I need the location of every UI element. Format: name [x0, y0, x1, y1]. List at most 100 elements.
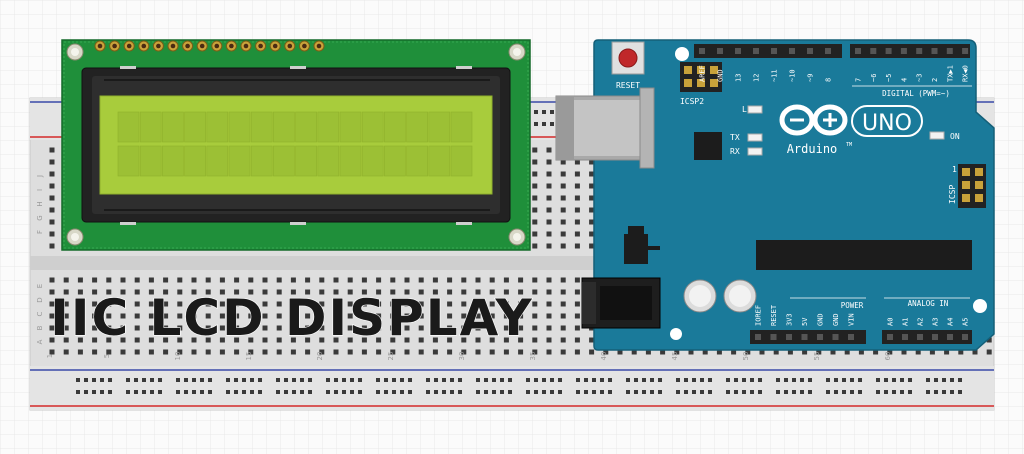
rail-hole[interactable] — [658, 378, 662, 382]
rail-hole[interactable] — [92, 390, 96, 394]
rail-hole[interactable] — [550, 378, 554, 382]
breadboard-hole[interactable] — [418, 277, 424, 283]
digital-pin-holes[interactable] — [699, 48, 969, 54]
breadboard-hole[interactable] — [390, 277, 396, 283]
rail-hole[interactable] — [600, 390, 604, 394]
breadboard-hole[interactable] — [49, 337, 55, 343]
breadboard-hole[interactable] — [574, 183, 580, 189]
digital-pin-hole[interactable] — [931, 48, 938, 54]
rail-hole[interactable] — [650, 390, 654, 394]
breadboard-hole[interactable] — [305, 313, 311, 319]
breadboard-hole[interactable] — [219, 313, 225, 319]
icsp-pin[interactable] — [962, 168, 970, 176]
rail-hole[interactable] — [234, 390, 238, 394]
breadboard-hole[interactable] — [503, 289, 509, 295]
breadboard-hole[interactable] — [574, 325, 580, 331]
breadboard-hole[interactable] — [376, 313, 382, 319]
breadboard-hole[interactable] — [546, 159, 552, 165]
breadboard-hole[interactable] — [461, 349, 467, 355]
breadboard-hole[interactable] — [49, 301, 55, 307]
breadboard-hole[interactable] — [418, 337, 424, 343]
rail-hole[interactable] — [558, 378, 562, 382]
rail-hole[interactable] — [784, 378, 788, 382]
rail-hole[interactable] — [808, 378, 812, 382]
breadboard-hole[interactable] — [205, 337, 211, 343]
digital-pin-hole[interactable] — [946, 48, 953, 54]
rail-hole[interactable] — [950, 378, 954, 382]
breadboard-hole[interactable] — [447, 337, 453, 343]
rail-hole[interactable] — [358, 390, 362, 394]
breadboard-hole[interactable] — [532, 147, 538, 153]
rail-hole[interactable] — [826, 378, 830, 382]
breadboard-hole[interactable] — [390, 337, 396, 343]
breadboard-hole[interactable] — [461, 337, 467, 343]
analog-pin-hole[interactable] — [887, 334, 893, 340]
rail-hole[interactable] — [850, 390, 854, 394]
rail-hole[interactable] — [642, 378, 646, 382]
breadboard-hole[interactable] — [106, 277, 112, 283]
breadboard-hole[interactable] — [49, 289, 55, 295]
breadboard-hole[interactable] — [134, 301, 140, 307]
rail-hole[interactable] — [84, 378, 88, 382]
rail-hole[interactable] — [176, 390, 180, 394]
breadboard-hole[interactable] — [390, 349, 396, 355]
breadboard-hole[interactable] — [617, 349, 623, 355]
breadboard-hole[interactable] — [489, 277, 495, 283]
breadboard-hole[interactable] — [290, 313, 296, 319]
breadboard-hole[interactable] — [205, 277, 211, 283]
rail-hole[interactable] — [550, 122, 554, 126]
breadboard-hole[interactable] — [802, 349, 808, 355]
breadboard-hole[interactable] — [205, 301, 211, 307]
breadboard-hole[interactable] — [290, 289, 296, 295]
breadboard-hole[interactable] — [77, 325, 83, 331]
breadboard-hole[interactable] — [574, 313, 580, 319]
breadboard-hole[interactable] — [305, 337, 311, 343]
rail-hole[interactable] — [426, 390, 430, 394]
rail-hole[interactable] — [776, 390, 780, 394]
breadboard-hole[interactable] — [361, 301, 367, 307]
breadboard-hole[interactable] — [205, 325, 211, 331]
rail-hole[interactable] — [558, 390, 562, 394]
breadboard-hole[interactable] — [546, 219, 552, 225]
breadboard-hole[interactable] — [546, 147, 552, 153]
breadboard-hole[interactable] — [262, 337, 268, 343]
rail-hole[interactable] — [692, 378, 696, 382]
breadboard-hole[interactable] — [290, 325, 296, 331]
rail-hole[interactable] — [350, 378, 354, 382]
breadboard-hole[interactable] — [560, 219, 566, 225]
rail-hole[interactable] — [100, 378, 104, 382]
breadboard-hole[interactable] — [404, 349, 410, 355]
breadboard-hole[interactable] — [830, 349, 836, 355]
breadboard-hole[interactable] — [191, 289, 197, 295]
breadboard-hole[interactable] — [106, 313, 112, 319]
breadboard-hole[interactable] — [347, 313, 353, 319]
breadboard-hole[interactable] — [163, 313, 169, 319]
breadboard-hole[interactable] — [361, 277, 367, 283]
breadboard-hole[interactable] — [106, 337, 112, 343]
breadboard-hole[interactable] — [489, 289, 495, 295]
rail-hole[interactable] — [300, 378, 304, 382]
rail-hole[interactable] — [408, 378, 412, 382]
breadboard-hole[interactable] — [347, 337, 353, 343]
breadboard-hole[interactable] — [432, 313, 438, 319]
breadboard-hole[interactable] — [319, 337, 325, 343]
rail-hole[interactable] — [476, 378, 480, 382]
rail-hole[interactable] — [92, 378, 96, 382]
rail-hole[interactable] — [408, 390, 412, 394]
breadboard-hole[interactable] — [532, 231, 538, 237]
usb-connector[interactable] — [555, 87, 655, 169]
breadboard-hole[interactable] — [305, 349, 311, 355]
lcd-module[interactable] — [61, 39, 531, 251]
breadboard-hole[interactable] — [205, 313, 211, 319]
breadboard-hole[interactable] — [447, 349, 453, 355]
breadboard-hole[interactable] — [120, 337, 126, 343]
breadboard-hole[interactable] — [191, 313, 197, 319]
breadboard-hole[interactable] — [276, 277, 282, 283]
power-pin-hole[interactable] — [817, 334, 823, 340]
icsp-header[interactable] — [958, 164, 986, 208]
rail-hole[interactable] — [958, 378, 962, 382]
rail-hole[interactable] — [226, 378, 230, 382]
breadboard-hole[interactable] — [305, 289, 311, 295]
rail-hole[interactable] — [200, 378, 204, 382]
